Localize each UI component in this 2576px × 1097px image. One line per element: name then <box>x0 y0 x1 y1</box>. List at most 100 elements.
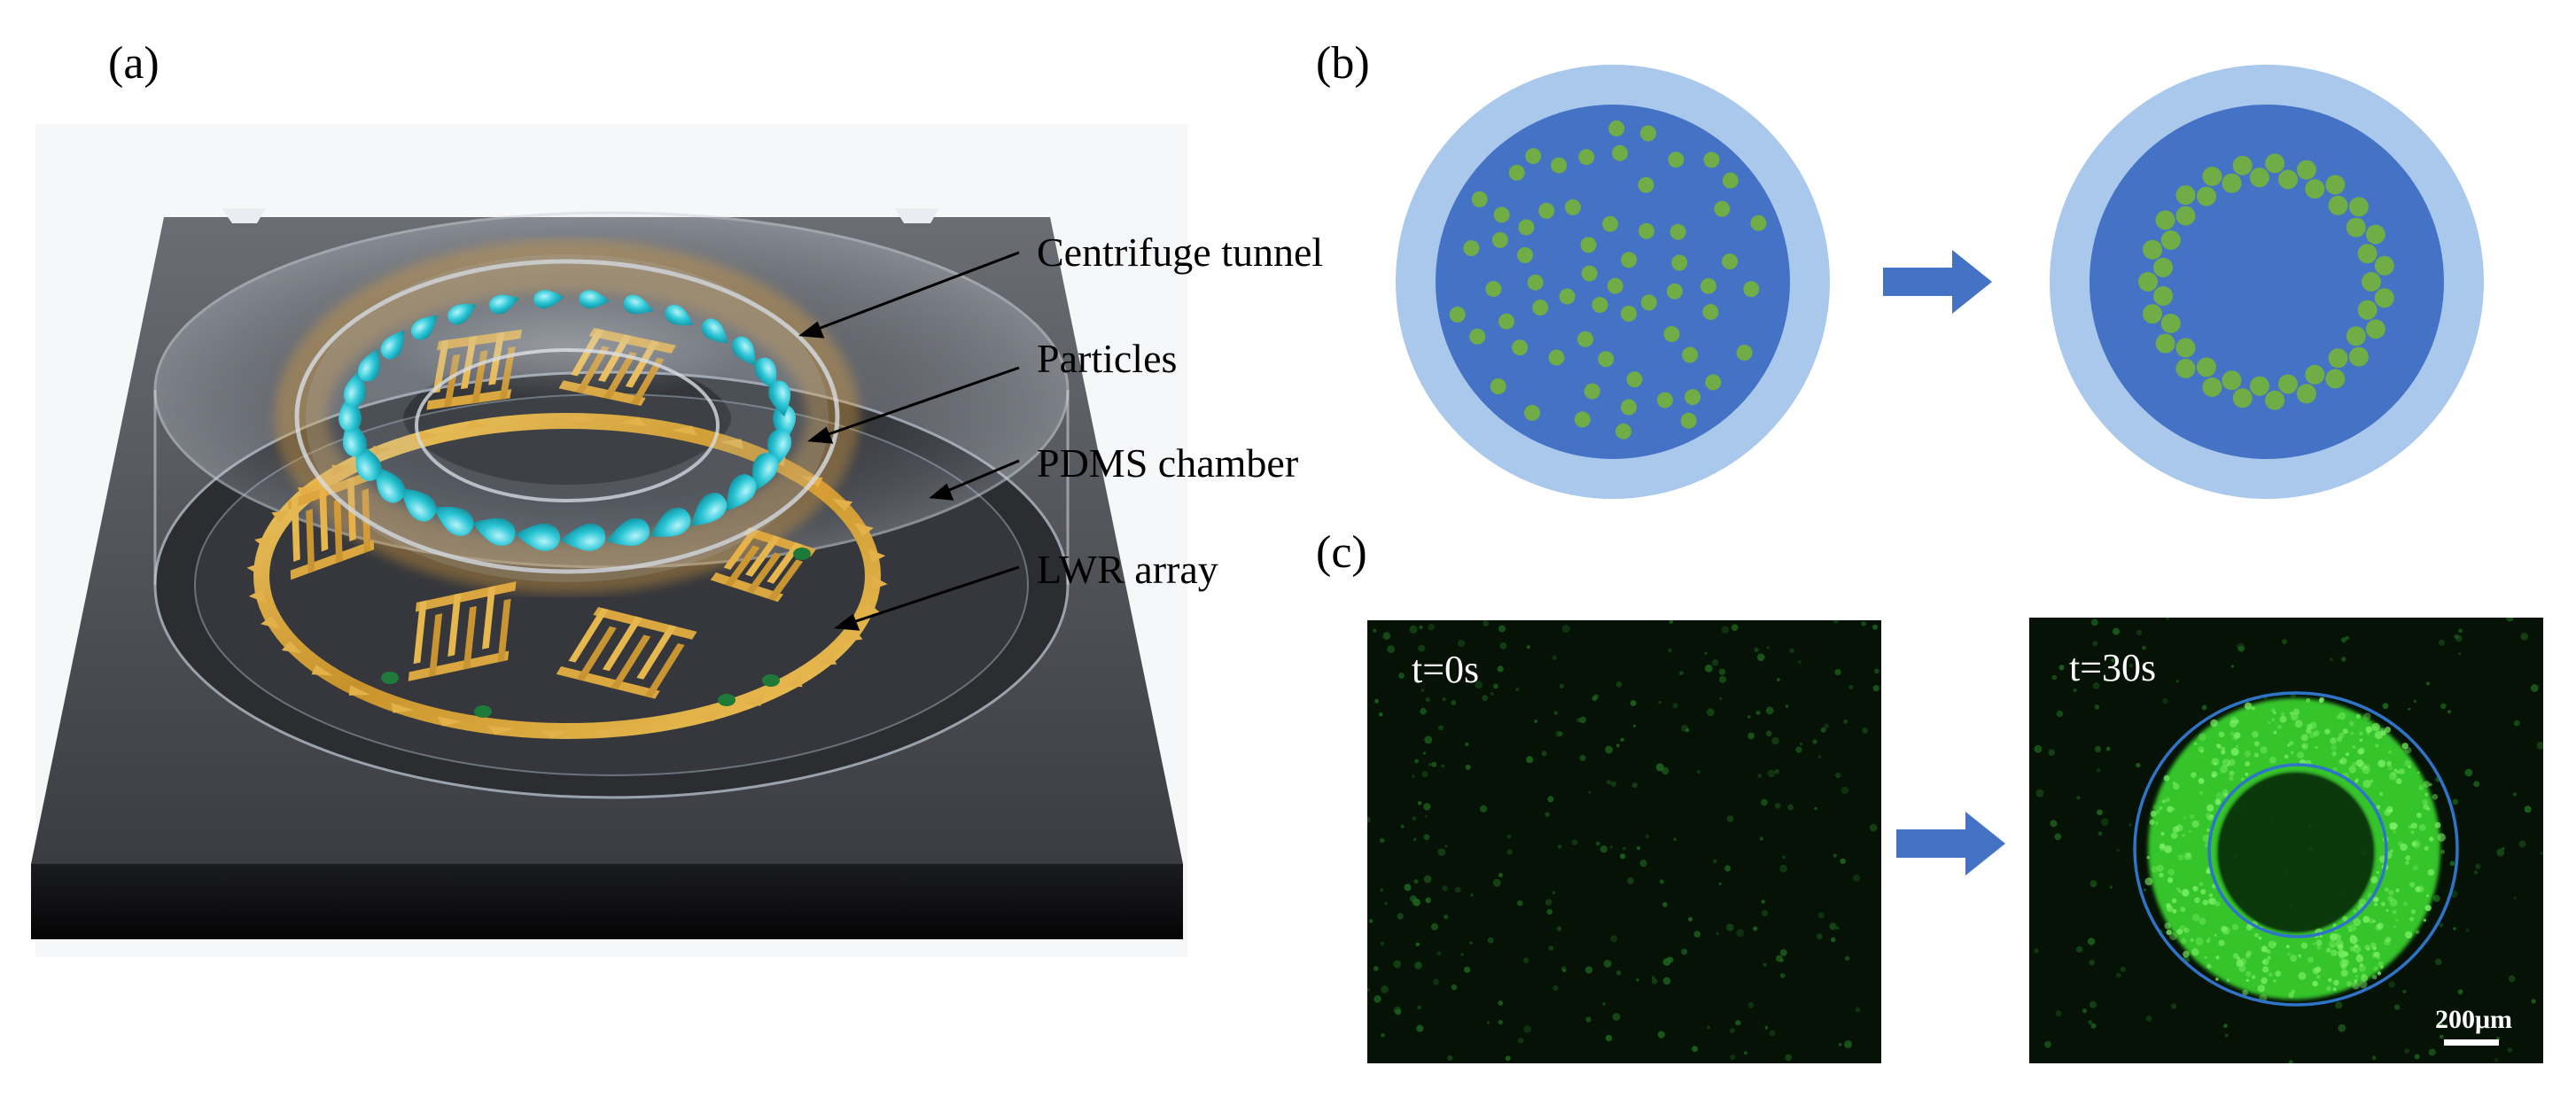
speckle <box>2245 924 2253 931</box>
speckle <box>2355 759 2364 767</box>
noise-speck <box>2494 1058 2499 1062</box>
noise-speck <box>2330 657 2333 662</box>
speckle <box>2362 915 2370 923</box>
speckle <box>2343 952 2349 957</box>
speckle <box>2287 743 2291 747</box>
speckle <box>2404 746 2412 754</box>
noise-speck <box>1384 901 1388 906</box>
speckle <box>2358 899 2367 906</box>
noise-speck <box>2432 894 2440 902</box>
speckle <box>2149 819 2155 825</box>
ring-tooth <box>463 420 489 431</box>
speckle <box>2345 752 2350 757</box>
speckle <box>2285 945 2290 949</box>
speckle <box>2288 992 2294 999</box>
particle-dot <box>2357 244 2378 264</box>
micrograph-before: t=0s <box>1367 620 1881 1063</box>
noise-speck <box>1585 1016 1592 1023</box>
speckle <box>2226 763 2230 767</box>
noise-speck <box>1460 953 1464 956</box>
arrow-b <box>1883 250 1992 314</box>
noise-speck <box>1561 625 1570 634</box>
speckle <box>2409 824 2413 829</box>
speckle <box>2206 963 2212 969</box>
noise-speck <box>2496 848 2505 857</box>
noise-speck <box>2145 1015 2152 1022</box>
particle-dot <box>1584 383 1600 400</box>
speckle <box>2260 746 2268 754</box>
noise-speck <box>1559 683 1564 689</box>
speckle <box>2271 708 2276 712</box>
particle-dot <box>2374 255 2394 276</box>
noise-speck <box>2335 1001 2343 1009</box>
noise-speck <box>1853 874 1861 882</box>
speckle <box>2399 768 2405 774</box>
noise-speck <box>1380 888 1384 892</box>
noise-speck <box>1679 671 1684 675</box>
callout-leaders <box>798 251 1020 631</box>
speckle <box>2440 849 2446 854</box>
noise-speck <box>1721 626 1730 634</box>
speckle <box>2389 899 2398 907</box>
noise-speck <box>1759 836 1764 841</box>
speckle <box>2230 747 2239 756</box>
speckle <box>2336 715 2340 720</box>
speckle <box>2191 948 2199 956</box>
speckle <box>2189 813 2195 820</box>
noise-speck <box>2136 629 2143 636</box>
noise-speck <box>2453 927 2456 930</box>
noise-speck <box>1843 720 1848 724</box>
speckle <box>2176 929 2183 935</box>
speckle <box>2411 841 2417 847</box>
noise-speck <box>1431 922 1438 930</box>
ring-tooth <box>248 588 267 603</box>
noise-speck <box>1610 935 1618 943</box>
tunnel-outer-wall <box>294 259 840 574</box>
particle-dot <box>1666 283 1683 300</box>
speckle <box>2230 731 2235 736</box>
speckle <box>2253 752 2260 758</box>
noise-speck <box>1413 837 1417 842</box>
particle-dot <box>1463 240 1480 257</box>
particle-dot <box>1581 265 1598 282</box>
speckle <box>2273 979 2276 983</box>
noise-speck <box>2056 710 2064 718</box>
noise-speck <box>1687 916 1693 922</box>
speckle <box>2364 764 2370 770</box>
speckle <box>2315 939 2323 946</box>
panel-b-label: (b) <box>1316 38 1370 89</box>
speckle <box>2409 916 2415 922</box>
noise-speck <box>1736 929 1745 938</box>
noise-speck <box>2144 888 2147 891</box>
noise-speck <box>2076 796 2081 800</box>
inner-boundary-circle <box>2207 763 2388 938</box>
noise-speck <box>2166 618 2170 620</box>
speckle <box>2352 745 2356 750</box>
speckle <box>2331 744 2337 751</box>
noise-speck <box>2413 699 2416 704</box>
micrograph-after-time: t=30s <box>2069 646 2156 689</box>
noise-speck <box>2458 652 2462 656</box>
noise-speck <box>1490 692 1494 696</box>
cyan-particle <box>357 348 380 382</box>
noise-speck <box>1797 660 1802 664</box>
speckle <box>2377 922 2384 930</box>
speckle <box>2191 820 2199 829</box>
speckle <box>2410 909 2416 914</box>
particle-dot <box>2202 377 2222 397</box>
noise-speck <box>1414 759 1419 764</box>
cyan-particle <box>768 380 791 417</box>
particle-dot <box>1607 277 1623 294</box>
speckle <box>2422 799 2428 805</box>
noise-speck <box>1442 697 1446 702</box>
noise-speck <box>1645 834 1650 839</box>
speckle <box>2361 974 2369 982</box>
noise-speck <box>1506 834 1512 839</box>
noise-speck <box>1765 706 1774 715</box>
speckle <box>2326 985 2331 992</box>
noise-speck <box>1824 723 1829 729</box>
noise-speck <box>1599 845 1608 853</box>
speckle <box>2367 947 2370 951</box>
noise-speck <box>1718 882 1722 886</box>
noise-speck <box>1685 727 1690 733</box>
